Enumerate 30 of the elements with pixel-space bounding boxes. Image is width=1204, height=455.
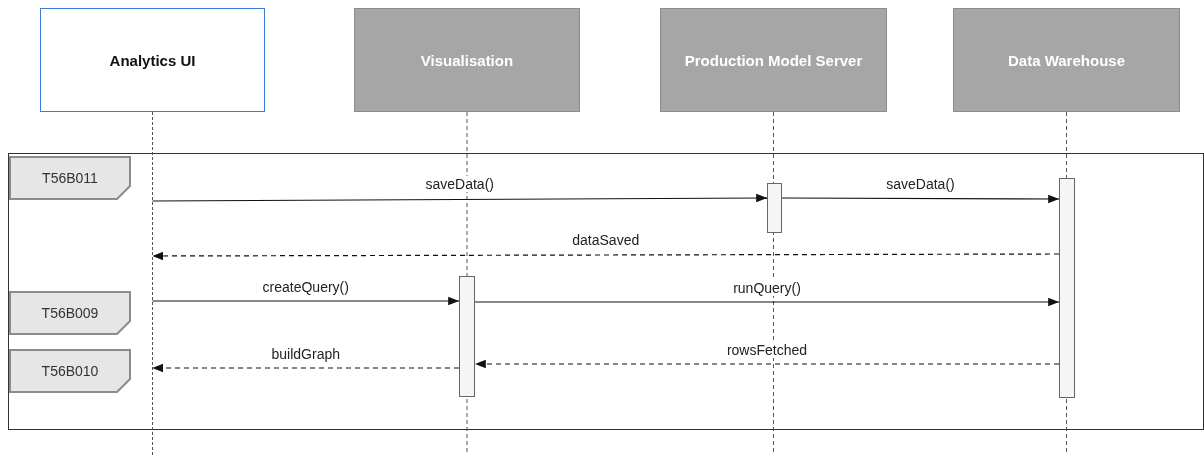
frame-tag xyxy=(9,349,131,393)
participant-name: Visualisation xyxy=(419,51,515,69)
tag-text: T56B010 xyxy=(41,363,99,379)
participant-name: Analytics UI xyxy=(108,51,197,69)
edge-label: runQuery() xyxy=(731,280,803,296)
participant-box xyxy=(354,8,580,112)
message-arrow xyxy=(781,194,1060,204)
lifeline xyxy=(152,112,153,455)
edge-label: saveData() xyxy=(884,176,957,192)
edge-label: createQuery() xyxy=(260,279,351,295)
message-arrow xyxy=(474,297,1060,307)
participant-box xyxy=(660,8,887,112)
participant-name: Production Model Server xyxy=(683,51,864,69)
participant-box xyxy=(953,8,1180,112)
tag-text: T56B011 xyxy=(42,170,98,186)
tag-text: T56B009 xyxy=(41,305,99,321)
frame-tag xyxy=(9,156,131,200)
edge-label: buildGraph xyxy=(269,346,342,362)
participant-name: Data Warehouse xyxy=(1007,51,1126,69)
edge-label: saveData() xyxy=(423,176,496,192)
return-arrow xyxy=(151,251,1060,261)
edge-label: rowsFetched xyxy=(724,342,810,358)
return-arrow xyxy=(474,359,1060,369)
frame-box xyxy=(8,153,1204,430)
message-arrow xyxy=(151,296,460,306)
return-arrow xyxy=(151,363,460,373)
edge-label: dataSaved xyxy=(570,232,642,248)
frame-tag xyxy=(9,291,131,335)
message-arrow xyxy=(151,193,768,203)
participant-box xyxy=(40,8,265,112)
